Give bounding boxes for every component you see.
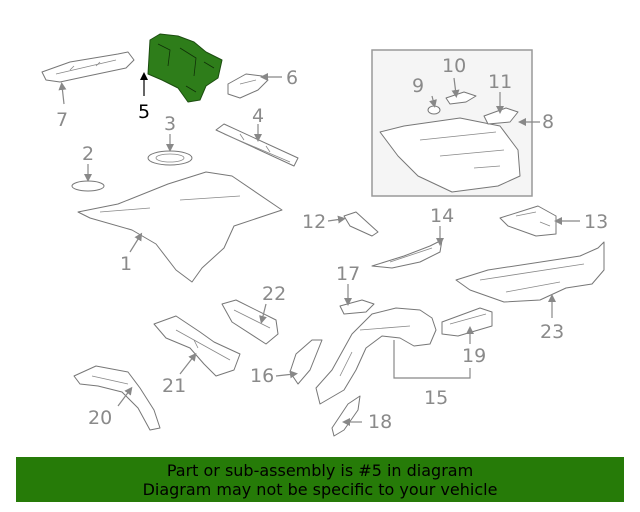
callout-15: 15 xyxy=(424,387,448,409)
callout-4: 4 xyxy=(252,105,264,127)
callout-21: 21 xyxy=(162,375,186,397)
callout-2: 2 xyxy=(82,143,94,165)
callout-9: 9 xyxy=(412,75,424,97)
callout-13: 13 xyxy=(584,211,608,233)
banner-line-2: Diagram may not be specific to your vehi… xyxy=(142,480,498,499)
part-3-plug[interactable] xyxy=(147,150,193,166)
part-6-bracket[interactable] xyxy=(227,73,269,99)
part-19-bracket[interactable] xyxy=(441,307,493,337)
callouts: 7 5 6 4 3 2 1 9 10 11 8 12 14 13 23 17 2… xyxy=(56,55,608,433)
part-13-panel[interactable] xyxy=(499,205,557,237)
callout-14: 14 xyxy=(430,205,454,227)
leader-lines xyxy=(58,72,580,426)
callout-19: 19 xyxy=(462,345,486,367)
part-21-member[interactable] xyxy=(153,315,241,377)
part-18-bracket[interactable] xyxy=(331,395,361,437)
callout-8: 8 xyxy=(542,111,554,133)
part-17-bracket[interactable] xyxy=(339,299,375,315)
callout-3: 3 xyxy=(164,113,176,135)
part-1-floor-pan[interactable] xyxy=(77,171,283,283)
callout-6: 6 xyxy=(286,67,298,89)
part-20-member[interactable] xyxy=(73,365,161,431)
part-16-bracket[interactable] xyxy=(289,339,323,385)
part-12-bracket[interactable] xyxy=(343,211,379,237)
part-4-crossmember[interactable] xyxy=(215,123,299,167)
part-22-member[interactable] xyxy=(221,299,279,345)
callout-16: 16 xyxy=(250,365,274,387)
part-8-spare-tire-pan[interactable] xyxy=(379,117,521,193)
callout-23: 23 xyxy=(540,321,564,343)
callout-7: 7 xyxy=(56,109,68,131)
callout-1: 1 xyxy=(120,253,132,275)
callout-17: 17 xyxy=(336,263,360,285)
part-9-grommet[interactable] xyxy=(427,105,441,115)
part-15-wheelhouse[interactable] xyxy=(315,307,437,405)
info-banner: Part or sub-assembly is #5 in diagram Di… xyxy=(16,457,624,502)
part-23-rear-floor[interactable] xyxy=(455,241,605,303)
part-7-rail[interactable] xyxy=(41,51,135,83)
callout-12: 12 xyxy=(302,211,326,233)
part-2-plug[interactable] xyxy=(71,180,105,192)
callout-10: 10 xyxy=(442,55,466,77)
part-10-bracket[interactable] xyxy=(445,91,477,105)
callout-22: 22 xyxy=(262,283,286,305)
callout-18: 18 xyxy=(368,411,392,433)
callout-11: 11 xyxy=(488,71,512,93)
callout-20: 20 xyxy=(88,407,112,429)
callout-5: 5 xyxy=(138,101,150,123)
part-14-member[interactable] xyxy=(371,239,443,269)
banner-line-1: Part or sub-assembly is #5 in diagram xyxy=(166,461,474,480)
part-5-bracket[interactable] xyxy=(147,33,223,103)
